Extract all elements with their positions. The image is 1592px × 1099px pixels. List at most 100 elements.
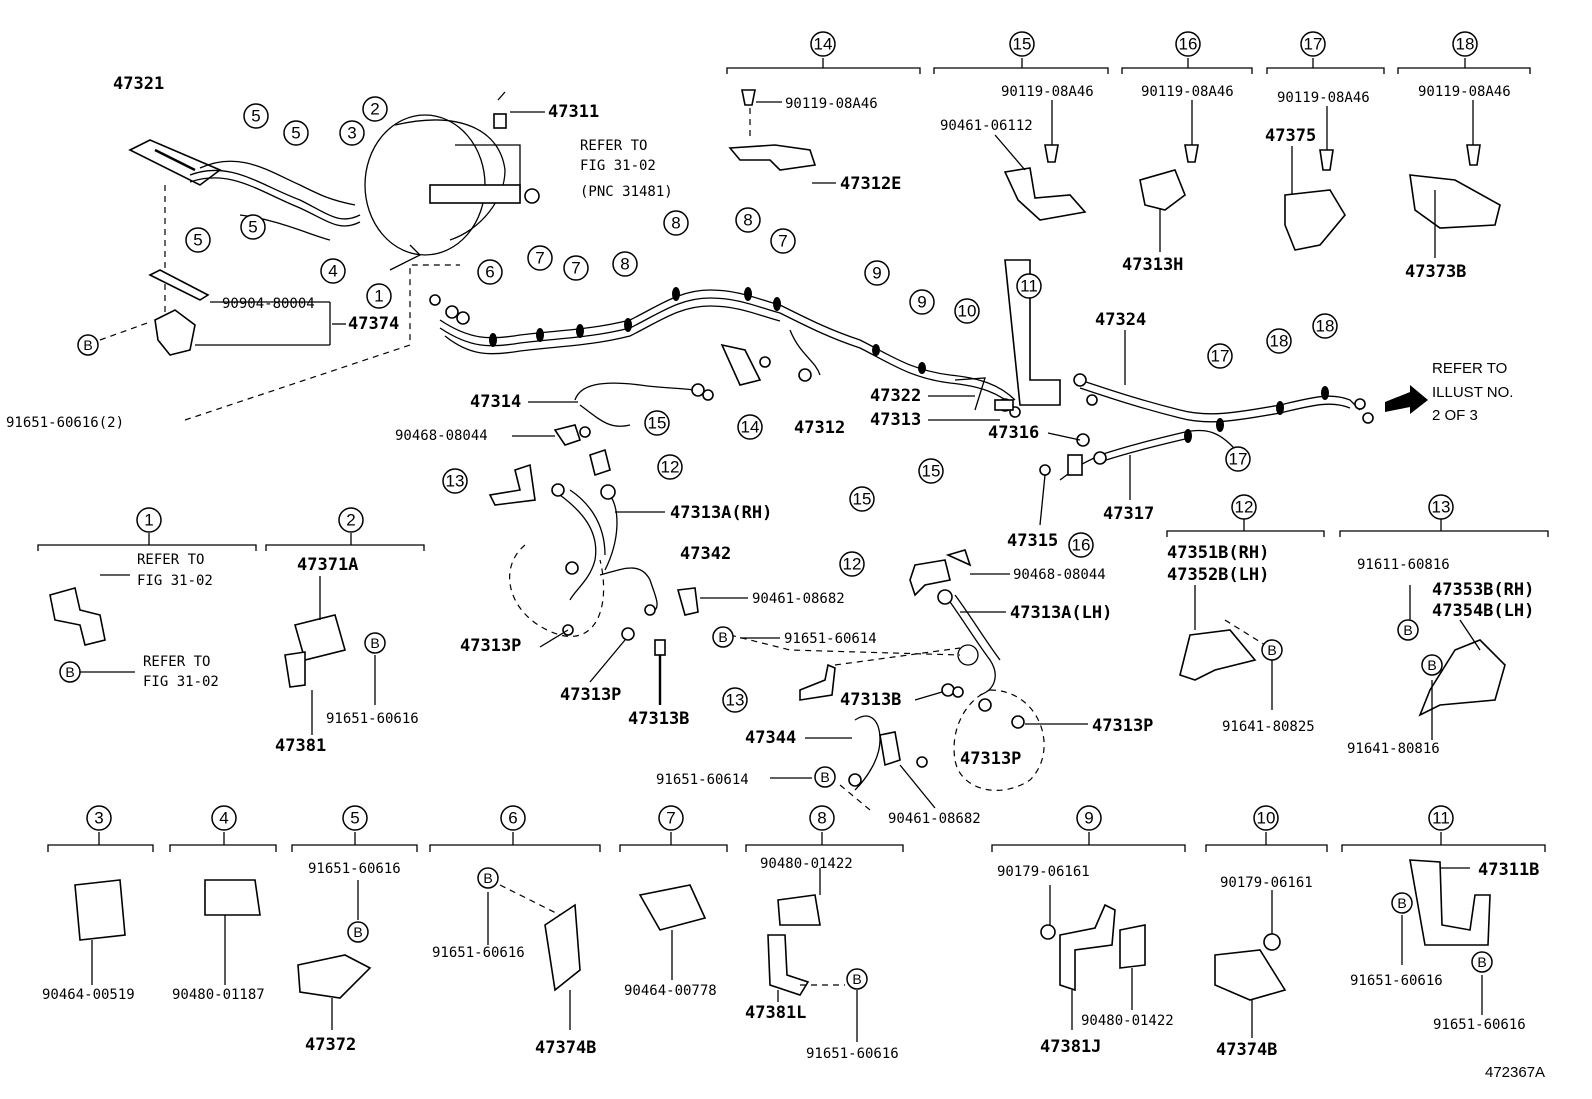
label-90468-08044-a: 90468-08044	[395, 428, 488, 444]
svg-text:6: 6	[485, 263, 494, 282]
label-d12-bolt: 91641-80825	[1222, 719, 1315, 735]
svg-text:7: 7	[666, 809, 675, 828]
svg-text:1: 1	[374, 287, 383, 306]
note-detail1-refer-line1: REFER TO	[137, 552, 204, 568]
svg-text:B: B	[1477, 954, 1486, 970]
callout-7: 7	[563, 255, 589, 281]
label-47316: 47316	[988, 423, 1039, 443]
svg-text:B: B	[370, 635, 379, 651]
bolt-marker-b: B	[347, 921, 369, 943]
svg-text:15: 15	[853, 490, 872, 509]
svg-text:5: 5	[350, 809, 359, 828]
label-91651-60616-2: 91651-60616(2)	[6, 415, 124, 431]
callout-5: 5	[185, 227, 211, 253]
label-d10-part: 47374B	[1216, 1040, 1277, 1060]
label-d13-lh: 47354B(LH)	[1432, 601, 1534, 621]
svg-text:18: 18	[1316, 317, 1335, 336]
callout-17: 17	[1300, 31, 1326, 57]
callout-8: 8	[735, 207, 761, 233]
figure-id: 472367A	[1485, 1064, 1545, 1081]
svg-text:12: 12	[1235, 498, 1254, 517]
callout-8: 8	[809, 805, 835, 831]
label-d7-part: 90464-00778	[624, 983, 717, 999]
master-cylinder-assembly	[128, 91, 540, 271]
callout-1: 1	[366, 283, 392, 309]
callout-17: 17	[1207, 343, 1233, 369]
svg-text:7: 7	[535, 249, 544, 268]
label-d12-lh: 47352B(LH)	[1167, 565, 1269, 585]
label-d15-nut: 90461-06112	[940, 118, 1033, 134]
label-d5-part: 47372	[305, 1035, 356, 1055]
svg-text:13: 13	[446, 472, 465, 491]
svg-text:B: B	[83, 337, 92, 353]
label-d2-clip: 47381	[275, 736, 326, 756]
svg-text:14: 14	[741, 418, 760, 437]
callout-15: 15	[918, 458, 944, 484]
label-d5-bolt: 91651-60616	[308, 861, 401, 877]
svg-text:18: 18	[1456, 35, 1475, 54]
callout-10: 10	[1253, 805, 1279, 831]
note-refer-illust-line3: 2 OF 3	[1432, 407, 1478, 424]
callout-11: 11	[1016, 273, 1042, 299]
label-d9-part: 47381J	[1040, 1037, 1101, 1057]
bolt-marker-b: B	[712, 626, 734, 648]
svg-text:9: 9	[1084, 809, 1093, 828]
label-d16-part: 47313H	[1122, 255, 1183, 275]
callout-16: 16	[1175, 31, 1201, 57]
label-d13-bolt1: 91611-60816	[1357, 557, 1450, 573]
callout-2: 2	[362, 96, 388, 122]
label-91651-60614-a: 91651-60614	[784, 631, 877, 647]
callout-7: 7	[658, 805, 684, 831]
svg-text:16: 16	[1072, 536, 1091, 555]
callout-13: 13	[442, 468, 468, 494]
svg-text:9: 9	[872, 264, 881, 283]
label-d18-part: 47373B	[1405, 262, 1466, 282]
callout-9: 9	[864, 260, 890, 286]
svg-text:9: 9	[917, 293, 926, 312]
svg-text:B: B	[1403, 622, 1412, 638]
label-d11-bolt1: 91651-60616	[1350, 973, 1443, 989]
callout-12: 12	[839, 551, 865, 577]
callout-4: 4	[211, 805, 237, 831]
label-47312: 47312	[794, 418, 845, 438]
bolt-marker-b: B	[814, 766, 836, 788]
label-d14-bolt: 90119-08A46	[785, 96, 878, 112]
bolt-marker-b: B	[1471, 951, 1493, 973]
label-d18-bolt: 90119-08A46	[1418, 84, 1511, 100]
label-47321: 47321	[113, 74, 164, 94]
callout-18: 18	[1266, 328, 1292, 354]
callout-4: 4	[320, 258, 346, 284]
front-hose-lh	[799, 549, 1045, 811]
svg-text:15: 15	[1013, 35, 1032, 54]
svg-text:13: 13	[1432, 498, 1451, 517]
svg-text:5: 5	[291, 124, 300, 143]
label-d3-part: 90464-00519	[42, 987, 135, 1003]
detail-brackets-middle	[37, 519, 1549, 551]
svg-text:B: B	[1427, 657, 1436, 673]
svg-text:10: 10	[958, 302, 977, 321]
label-47313b-2: 47313B	[840, 690, 901, 710]
label-47313p-4: 47313P	[960, 749, 1021, 769]
callout-8: 8	[612, 251, 638, 277]
label-d12-rh: 47351B(RH)	[1167, 543, 1269, 563]
callout-9: 9	[1076, 805, 1102, 831]
label-47315: 47315	[1007, 531, 1058, 551]
svg-text:B: B	[820, 769, 829, 785]
bolt-marker-b: B	[477, 867, 499, 889]
label-d11-bolt2: 91651-60616	[1433, 1017, 1526, 1033]
svg-text:B: B	[1267, 642, 1276, 658]
label-47311: 47311	[548, 102, 599, 122]
detail-brackets-bottom	[47, 832, 1546, 852]
note-refer-fig-line3: (PNC 31481)	[580, 184, 673, 200]
front-hose-rh	[488, 448, 961, 705]
svg-text:17: 17	[1229, 450, 1248, 469]
callout-13: 13	[722, 687, 748, 713]
label-d8-part: 47381L	[745, 1003, 806, 1023]
detail-drawings	[49, 89, 1506, 1038]
svg-text:4: 4	[219, 809, 228, 828]
callout-5: 5	[342, 805, 368, 831]
svg-text:8: 8	[743, 211, 752, 230]
